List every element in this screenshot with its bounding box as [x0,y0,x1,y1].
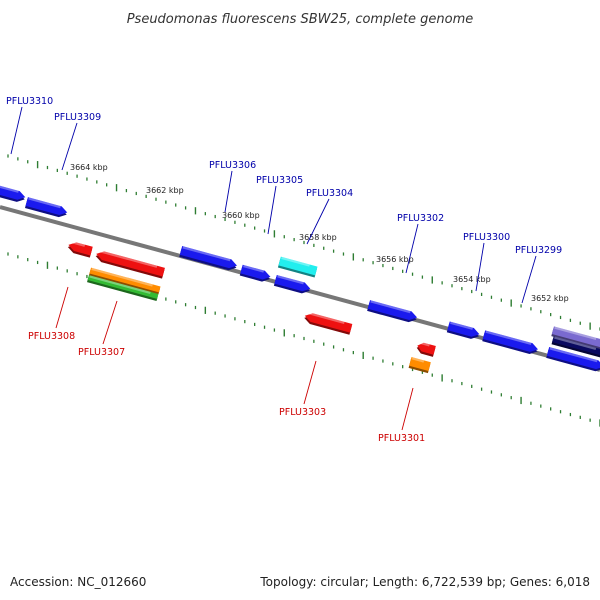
leader-line [306,198,330,245]
gene-highlight [277,275,304,285]
gene-label-pflu3305[interactable]: PFLU3305 [256,175,303,186]
gene-body [179,246,237,269]
kbp-label: 3652 kbp [531,294,569,303]
leader-line [303,360,317,405]
kbp-labels: 3664 kbp 3662 kbp 3660 kbp 3658 kbp 3656… [70,163,569,303]
gene-body [409,357,431,371]
gene-body [278,256,318,276]
gene-body [447,321,480,337]
kbp-label: 3660 kbp [222,211,260,220]
gene-highlight [370,300,411,314]
kbp-label: 3658 kbp [299,233,337,242]
label-leaders [10,106,537,431]
gene-highlight [281,256,310,267]
gene-highlight [450,321,473,330]
gene-label-pflu3302[interactable]: PFLU3302 [397,213,444,224]
forward-gene-labels: PFLU3310 PFLU3309 PFLU3306 PFLU3305 PFLU… [6,96,562,256]
gene-pflu3303[interactable] [303,311,353,335]
gene-highlight [69,240,86,247]
gene-purple-edge[interactable] [551,326,600,350]
gene-label-pflu3304[interactable]: PFLU3304 [306,188,353,199]
gene-body [367,300,418,321]
gene-body [482,330,539,352]
reverse-gene-labels: PFLU3308 PFLU3307 PFLU3303 PFLU3301 [28,331,425,444]
gene-pflu3308[interactable] [67,240,93,258]
gene-label-pflu3306[interactable]: PFLU3306 [209,160,256,171]
leader-line [405,223,419,274]
gene-body [96,251,165,277]
gene-body [546,347,600,370]
gene-highlight [243,264,264,273]
gene-label-pflu3309[interactable]: PFLU3309 [54,112,101,123]
kbp-label: 3664 kbp [70,163,108,172]
gene-body [304,313,353,333]
gene-pflu3307-green[interactable] [87,275,159,301]
gene-body [240,264,271,280]
leader-line [102,300,118,345]
gene-pflu3307-orange[interactable] [88,267,161,295]
gene-body [87,275,159,299]
gene-body [0,182,26,200]
gene-highlight [411,357,425,363]
gene-highlight [306,311,345,324]
leader-line [475,242,485,292]
gene-pflu3304[interactable] [273,274,312,295]
gene-body [551,326,600,348]
kbp-label: 3662 kbp [146,186,184,195]
gene-body [68,242,93,256]
gene-body [552,336,600,356]
gene-pflu3299[interactable] [482,330,539,355]
gene-pflu3305[interactable] [239,264,272,284]
gene-highlight [485,330,532,346]
gene-blue-edge[interactable] [546,347,600,373]
kbp-label: 3656 kbp [376,255,414,264]
gene-pflu3306[interactable] [179,246,238,272]
gene-highlight [549,347,598,363]
gene-label-pflu3307[interactable]: PFLU3307 [78,347,125,358]
gene-label-pflu3300[interactable]: PFLU3300 [463,232,510,243]
gene-highlight [91,267,153,287]
gene-body [89,267,161,293]
map-title: Pseudomonas fluorescens SBW25, complete … [127,12,474,27]
gene-body [417,342,436,355]
gene-highlight [89,275,151,295]
gene-pflu3301-orange[interactable] [408,357,431,374]
gene-label-pflu3308[interactable]: PFLU3308 [28,331,75,342]
gene-pflu3300[interactable] [446,321,481,340]
genome-summary-text: Topology: circular; Length: 6,722,539 bp… [259,575,590,589]
gene-pflu3309[interactable] [24,197,68,219]
leader-line [10,106,23,155]
kbp-label: 3654 kbp [453,275,491,284]
gene-highlight [28,197,61,209]
gene-label-pflu3310[interactable]: PFLU3310 [6,96,53,107]
gene-pflu3302[interactable] [367,300,418,324]
gene-pflu3304-cyan[interactable] [277,256,318,278]
leader-line [267,185,277,235]
gene-highlight [418,341,430,347]
gene-pflu3307[interactable] [94,249,165,279]
leader-line [55,286,69,329]
gene-highlight [554,326,597,340]
gene-body [274,274,311,292]
gene-highlight [182,246,231,262]
leader-line [521,255,537,304]
leader-line [401,387,414,431]
gene-pflu3310[interactable] [0,182,26,203]
gene-highlight [0,182,19,193]
gene-body [25,197,68,216]
gene-label-pflu3299[interactable]: PFLU3299 [515,245,562,256]
gene-label-pflu3301[interactable]: PFLU3301 [378,433,425,444]
leader-line [224,170,233,213]
gene-highlight [97,249,158,268]
gene-highlight [554,336,597,350]
gene-features [0,182,600,374]
gene-pflu3301[interactable] [416,341,436,357]
gene-label-pflu3303[interactable]: PFLU3303 [279,407,326,418]
accession-text: Accession: NC_012660 [10,575,146,589]
gene-navy-edge[interactable] [551,336,600,358]
leader-line [61,122,78,171]
